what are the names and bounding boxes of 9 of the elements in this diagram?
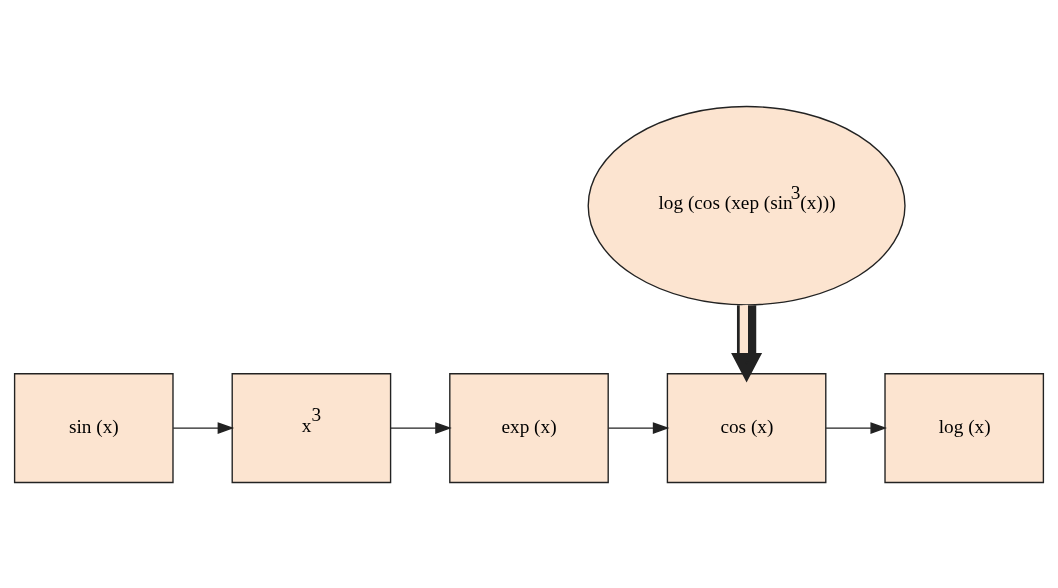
arrow [607, 421, 670, 434]
node-box: cos (x) [666, 372, 827, 483]
arrow [172, 421, 235, 434]
arrow [731, 304, 763, 383]
node-box: sin (x) [13, 372, 174, 483]
arrow [390, 421, 452, 434]
node-box: exp (x) [449, 372, 609, 483]
arrow [825, 421, 887, 434]
node-box: log (x) [884, 372, 1045, 483]
